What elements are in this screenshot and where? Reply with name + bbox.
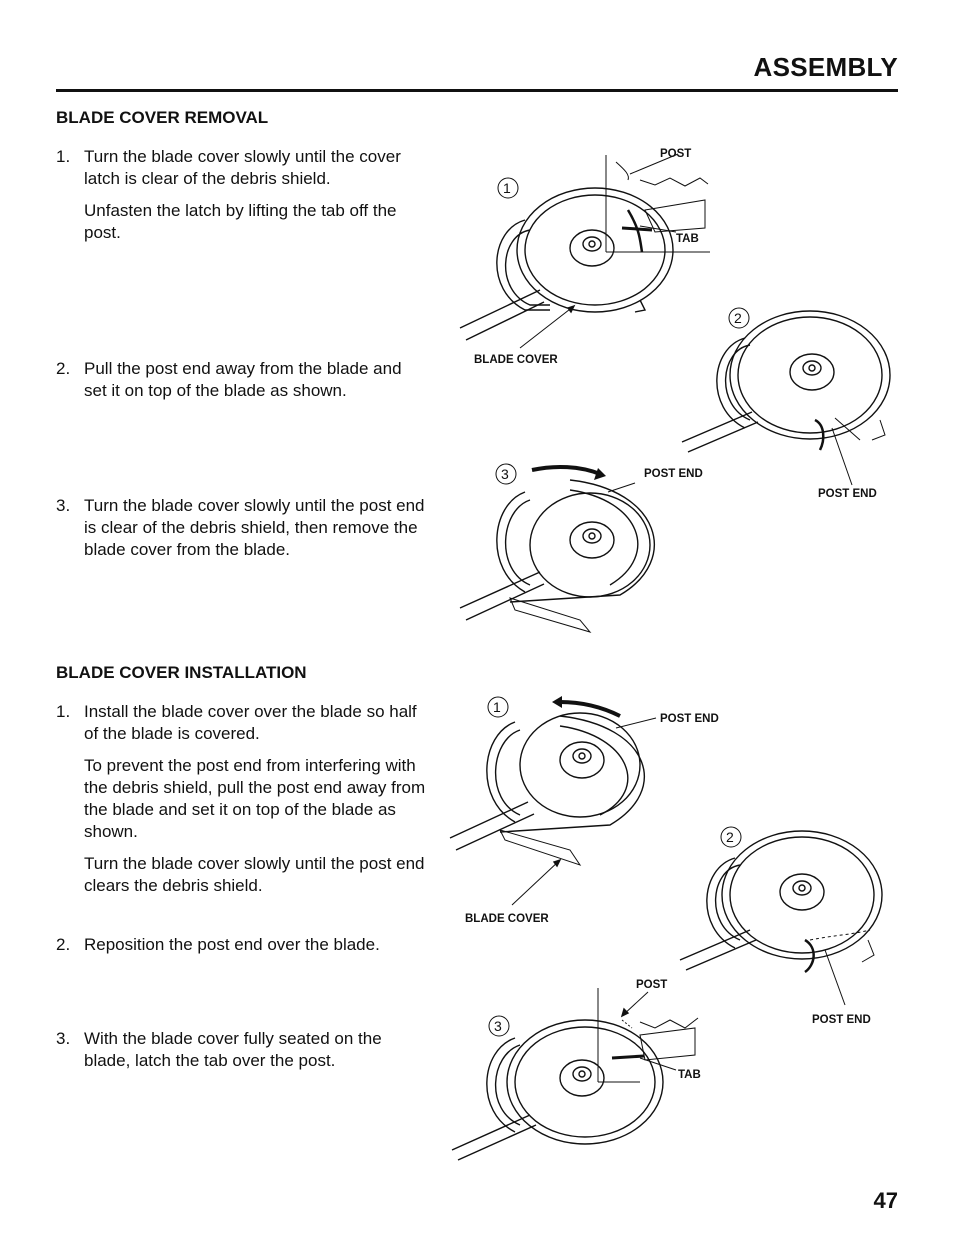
- callout-number: 1: [493, 699, 501, 715]
- step-paragraph: Turn the blade cover slowly until the co…: [84, 147, 401, 188]
- step-paragraph: Unfasten the latch by lifting the tab of…: [84, 201, 397, 242]
- step-number: 3.: [56, 496, 71, 515]
- step-paragraph: Pull the post end away from the blade an…: [84, 359, 402, 400]
- callout-number: 3: [501, 466, 509, 482]
- installation-step3-trimmer-head: 3: [451, 1015, 664, 1161]
- step-number: 2.: [56, 359, 71, 378]
- installation-step-2: 2. Reposition the post end over the blad…: [56, 934, 426, 966]
- callout-number: 2: [734, 310, 742, 326]
- installation-step-3: 3. With the blade cover fully seated on …: [56, 1028, 426, 1082]
- step-paragraph: Turn the blade cover slowly until the po…: [84, 496, 425, 559]
- step-paragraph: To prevent the post end from interfering…: [84, 756, 426, 841]
- removal-blade-cover-callout: BLADE COVER: [474, 304, 576, 366]
- label-blade-cover: BLADE COVER: [474, 354, 558, 366]
- installation-step3-detail-inset: POST TAB: [597, 979, 701, 1083]
- label-post-end: POST END: [812, 1014, 871, 1026]
- step-number: 1.: [56, 147, 71, 166]
- label-post: POST: [636, 979, 667, 991]
- removal-step2-trimmer-head: 2 POST END: [681, 307, 891, 500]
- step-paragraph: Turn the blade cover slowly until the po…: [84, 854, 425, 895]
- removal-step-3: 3. Turn the blade cover slowly until the…: [56, 495, 426, 571]
- installation-step1-trimmer-head: 1 POST END: [449, 696, 719, 866]
- page-number: 47: [873, 1188, 898, 1213]
- step-number: 3.: [56, 1029, 71, 1048]
- label-post-end: POST END: [644, 468, 703, 480]
- removal-step1-trimmer-head: 1: [459, 177, 674, 341]
- label-post: POST: [660, 148, 691, 160]
- callout-number: 3: [494, 1018, 502, 1034]
- installation-step-1: 1. Install the blade cover over the blad…: [56, 701, 426, 907]
- callout-number: 1: [503, 180, 511, 196]
- label-tab: TAB: [678, 1069, 701, 1081]
- label-post-end: POST END: [818, 488, 877, 500]
- removal-step1-detail-inset: POST TAB: [605, 148, 710, 253]
- step-paragraph: Reposition the post end over the blade.: [84, 935, 380, 954]
- installation-blade-cover-callout: BLADE COVER: [465, 858, 562, 925]
- page-title: ASSEMBLY: [753, 52, 898, 82]
- label-post-end: POST END: [660, 713, 719, 725]
- section-title-removal: BLADE COVER REMOVAL: [56, 108, 269, 127]
- removal-step3-trimmer-head: 3 POST END: [459, 463, 703, 633]
- removal-step-1: 1. Turn the blade cover slowly until the…: [56, 146, 426, 254]
- label-blade-cover: BLADE COVER: [465, 913, 549, 925]
- label-tab: TAB: [676, 233, 699, 245]
- removal-illustration: 1 POST TAB BLADE COVER 2: [459, 148, 891, 633]
- callout-number: 2: [726, 829, 734, 845]
- section-title-installation: BLADE COVER INSTALLATION: [56, 663, 307, 682]
- step-number: 1.: [56, 702, 71, 721]
- installation-illustration: 1 POST END BLADE COVER 2: [449, 696, 883, 1161]
- installation-step2-trimmer-head: 2 POST END: [679, 826, 883, 1026]
- step-paragraph: With the blade cover fully seated on the…: [84, 1029, 382, 1070]
- step-number: 2.: [56, 935, 71, 954]
- header-rule: [56, 89, 898, 92]
- removal-step-2: 2. Pull the post end away from the blade…: [56, 358, 426, 412]
- step-paragraph: Install the blade cover over the blade s…: [84, 702, 417, 743]
